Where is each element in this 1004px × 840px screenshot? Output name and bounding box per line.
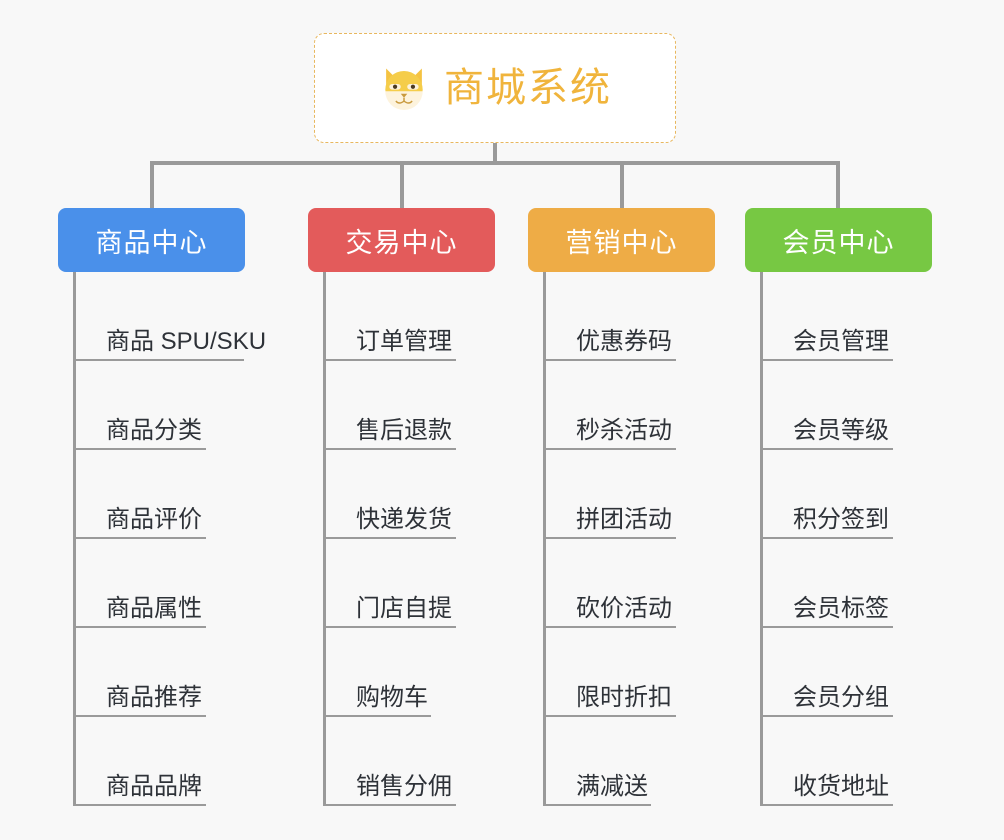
- leaf-underline: [73, 715, 206, 717]
- leaf-underline: [543, 804, 651, 806]
- leaf-item[interactable]: 销售分佣: [323, 717, 583, 806]
- leaf-item-label: 商品分类: [106, 417, 202, 444]
- leaf-underline: [73, 359, 244, 361]
- drop-connector-2: [400, 161, 404, 210]
- column-trunk-4: [760, 272, 763, 806]
- leaf-underline: [323, 715, 431, 717]
- leaf-item[interactable]: 会员标签: [760, 539, 1004, 628]
- leaf-item-label: 满减送: [576, 773, 648, 800]
- leaf-item-label: 限时折扣: [576, 684, 672, 711]
- leaf-item-label: 秒杀活动: [576, 417, 672, 444]
- leaf-underline: [543, 448, 676, 450]
- leaf-item[interactable]: 会员分组: [760, 628, 1004, 717]
- leaf-item[interactable]: 拼团活动: [543, 450, 803, 539]
- category-header-3[interactable]: 营销中心: [528, 208, 715, 272]
- leaf-item[interactable]: 砍价活动: [543, 539, 803, 628]
- leaf-item[interactable]: 积分签到: [760, 450, 1004, 539]
- leaf-underline: [323, 359, 456, 361]
- leaf-underline: [73, 537, 206, 539]
- leaf-item[interactable]: 满减送: [543, 717, 803, 806]
- leaf-item-label: 订单管理: [356, 328, 452, 355]
- leaf-item-label: 购物车: [356, 684, 428, 711]
- leaf-list-4: 会员管理会员等级积分签到会员标签会员分组收货地址: [760, 272, 1004, 806]
- leaf-item-label: 销售分佣: [356, 773, 452, 800]
- leaf-item[interactable]: 商品分类: [73, 361, 333, 450]
- leaf-underline: [73, 448, 206, 450]
- column-trunk-1: [73, 272, 76, 806]
- column-trunk-2: [323, 272, 326, 806]
- leaf-underline: [760, 715, 893, 717]
- leaf-item[interactable]: 商品属性: [73, 539, 333, 628]
- leaf-item[interactable]: 收货地址: [760, 717, 1004, 806]
- leaf-item-label: 商品推荐: [106, 684, 202, 711]
- leaf-item-label: 收货地址: [793, 773, 889, 800]
- shiba-dog-face-icon: [385, 68, 423, 110]
- leaf-item[interactable]: 购物车: [323, 628, 583, 717]
- leaf-list-3: 优惠券码秒杀活动拼团活动砍价活动限时折扣满减送: [543, 272, 803, 806]
- leaf-underline: [760, 804, 893, 806]
- leaf-underline: [543, 537, 676, 539]
- leaf-item-label: 拼团活动: [576, 506, 672, 533]
- category-header-1[interactable]: 商品中心: [58, 208, 245, 272]
- leaf-item-label: 商品评价: [106, 506, 202, 533]
- leaf-underline: [760, 626, 893, 628]
- leaf-item-label: 商品品牌: [106, 773, 202, 800]
- leaf-item-label: 商品属性: [106, 595, 202, 622]
- leaf-item[interactable]: 商品评价: [73, 450, 333, 539]
- leaf-item[interactable]: 会员管理: [760, 272, 1004, 361]
- leaf-underline: [760, 359, 893, 361]
- leaf-item[interactable]: 会员等级: [760, 361, 1004, 450]
- leaf-item-label: 快递发货: [356, 506, 452, 533]
- column-trunk-3: [543, 272, 546, 806]
- leaf-item[interactable]: 优惠券码: [543, 272, 803, 361]
- leaf-item[interactable]: 订单管理: [323, 272, 583, 361]
- horizontal-bus-connector: [150, 161, 840, 165]
- category-header-4[interactable]: 会员中心: [745, 208, 932, 272]
- leaf-item[interactable]: 限时折扣: [543, 628, 803, 717]
- leaf-item-label: 优惠券码: [576, 328, 672, 355]
- leaf-item-label: 会员等级: [793, 417, 889, 444]
- leaf-underline: [323, 448, 456, 450]
- leaf-item-label: 会员分组: [793, 684, 889, 711]
- root-node[interactable]: 商城系统: [314, 33, 676, 143]
- leaf-item[interactable]: 快递发货: [323, 450, 583, 539]
- leaf-underline: [323, 626, 456, 628]
- leaf-underline: [323, 537, 456, 539]
- leaf-item[interactable]: 商品推荐: [73, 628, 333, 717]
- leaf-list-2: 订单管理售后退款快递发货门店自提购物车销售分佣: [323, 272, 583, 806]
- leaf-item-label: 积分签到: [793, 506, 889, 533]
- drop-connector-3: [620, 161, 624, 210]
- leaf-item[interactable]: 商品 SPU/SKU: [73, 272, 333, 361]
- root-title: 商城系统: [444, 66, 612, 110]
- drop-connector-1: [150, 161, 154, 210]
- leaf-item-label: 会员管理: [793, 328, 889, 355]
- root-stem-connector: [493, 143, 497, 163]
- leaf-underline: [543, 626, 676, 628]
- leaf-underline: [73, 804, 206, 806]
- leaf-underline: [73, 626, 206, 628]
- leaf-underline: [760, 448, 893, 450]
- leaf-item-label: 商品 SPU/SKU: [106, 328, 267, 355]
- leaf-item-label: 砍价活动: [576, 595, 672, 622]
- leaf-underline: [543, 715, 676, 717]
- leaf-list-1: 商品 SPU/SKU 商品分类商品评价商品属性商品推荐商品品牌: [73, 272, 333, 806]
- leaf-item[interactable]: 商品品牌: [73, 717, 333, 806]
- leaf-item-label: 会员标签: [793, 595, 889, 622]
- category-header-2[interactable]: 交易中心: [308, 208, 495, 272]
- drop-connector-4: [836, 161, 840, 210]
- leaf-item[interactable]: 售后退款: [323, 361, 583, 450]
- leaf-item-label: 售后退款: [356, 417, 452, 444]
- root-node-content: 商城系统: [378, 62, 612, 114]
- leaf-underline: [760, 537, 893, 539]
- leaf-item-label: 门店自提: [356, 595, 452, 622]
- leaf-underline: [323, 804, 456, 806]
- leaf-item[interactable]: 秒杀活动: [543, 361, 803, 450]
- leaf-item[interactable]: 门店自提: [323, 539, 583, 628]
- leaf-underline: [543, 359, 676, 361]
